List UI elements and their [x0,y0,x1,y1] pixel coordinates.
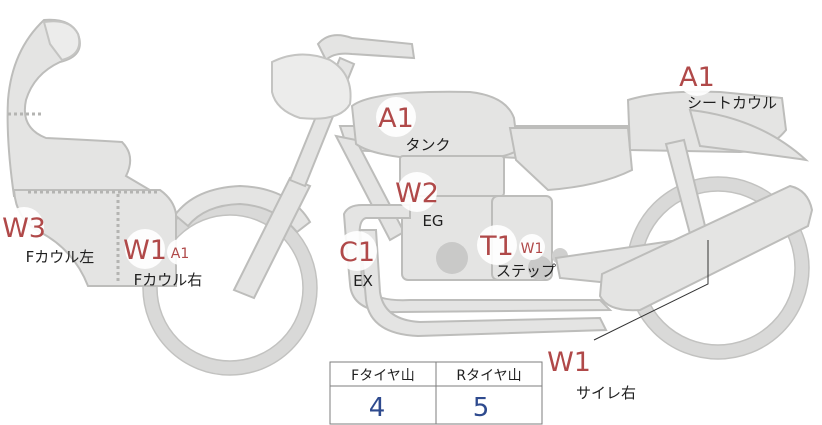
exhaust-damage-code: C1 [339,237,375,268]
windscreen-edge [42,20,81,62]
step-damage-code-extra: W1 [521,241,544,257]
right-cowl-label: Fカウル右 [134,271,203,289]
left-cowl-damage-code: W3 [2,213,46,244]
engine-label: EG [422,212,443,230]
exhaust-pipe-2 [358,229,608,338]
right-cowl-damage-code-extra: A1 [171,246,189,262]
muffler-shape [598,184,814,312]
step-marker: T1 W1 ステップ [477,225,556,280]
engine-marker: W2 EG [395,172,444,230]
handlebar [316,34,416,62]
left-cowl-label: Fカウル左 [26,248,95,266]
front-fender [173,184,312,234]
right-cowl-damage-code: W1 [123,235,167,266]
tire-tread-table: Fタイヤ山 Rタイヤ山 4 5 [329,361,543,425]
tank-marker: A1 タンク [376,97,451,154]
right-cowl-marker: W1 A1 Fカウル右 [123,229,202,289]
tank-damage-code: A1 [378,103,414,134]
muffler-damage-code: W1 [547,347,591,378]
front-tire-header: Fタイヤ山 [351,368,415,384]
exhaust-label: EX [353,272,373,290]
engine-damage-code: W2 [395,178,439,209]
headlight [271,53,352,120]
tail-fin [688,108,810,162]
left-cowl-marker: W3 Fカウル左 [2,207,94,266]
front-tire-value: 4 [369,393,386,423]
rear-tire-header: Rタイヤ山 [456,368,521,384]
seat-cowl-label: シートカウル [687,94,777,112]
seat-cowl-damage-code: A1 [679,62,715,93]
step-label: ステップ [496,262,556,280]
tank-label: タンク [405,136,450,154]
front-fork [232,176,312,300]
rear-tire-value: 5 [473,393,490,423]
exhaust-marker: C1 EX [337,231,377,290]
side-cover [508,127,634,192]
muffler-leader-line [593,240,709,341]
muffler-label: サイレ右 [576,384,636,402]
muffler-marker: W1 サイレ右 [547,341,636,402]
front-cowl-upper [6,18,164,197]
seat-cowl-marker: A1 シートカウル [677,56,777,112]
motorcycle-illustration [6,18,814,376]
step-damage-code: T1 [479,231,514,262]
